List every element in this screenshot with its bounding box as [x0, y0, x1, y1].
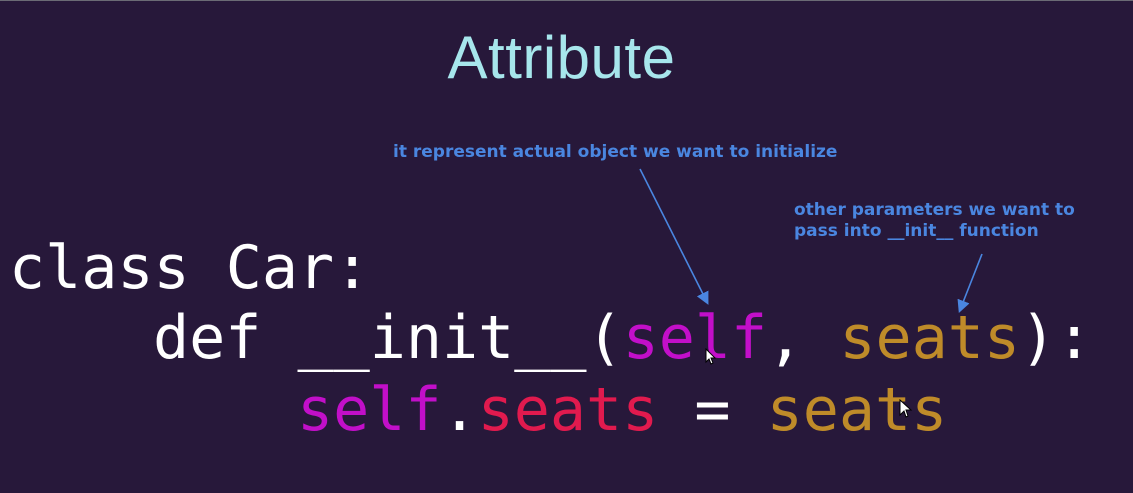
self-arrow	[639, 168, 709, 305]
slide-title: Attribute	[447, 24, 676, 91]
seats-param: seats	[839, 303, 1020, 373]
params-annotation: other parameters we want to pass into __…	[794, 200, 1075, 242]
code-line-def: def __init__(self, seats):	[153, 303, 1092, 373]
def-keyword: def __init__(	[153, 303, 623, 373]
mouse-cursor-icon	[705, 348, 717, 365]
code-line-class: class Car:	[9, 233, 371, 303]
dot: .	[441, 375, 478, 445]
params-annotation-line1: other parameters we want to	[794, 200, 1075, 220]
def-close: ):	[1019, 303, 1093, 373]
code-line-assign: self.seats = seats	[297, 375, 947, 445]
params-arrow	[957, 253, 983, 313]
assign-operator: =	[658, 375, 767, 445]
seats-attribute: seats	[477, 375, 659, 445]
params-annotation-line2: pass into __init__ function	[794, 221, 1039, 241]
seats-value: seats	[766, 375, 948, 445]
comma: ,	[767, 303, 840, 373]
mouse-cursor-icon	[899, 399, 913, 418]
self-annotation: it represent actual object we want to in…	[393, 142, 838, 162]
self-param: self	[622, 303, 768, 373]
self-ref: self	[297, 375, 442, 445]
